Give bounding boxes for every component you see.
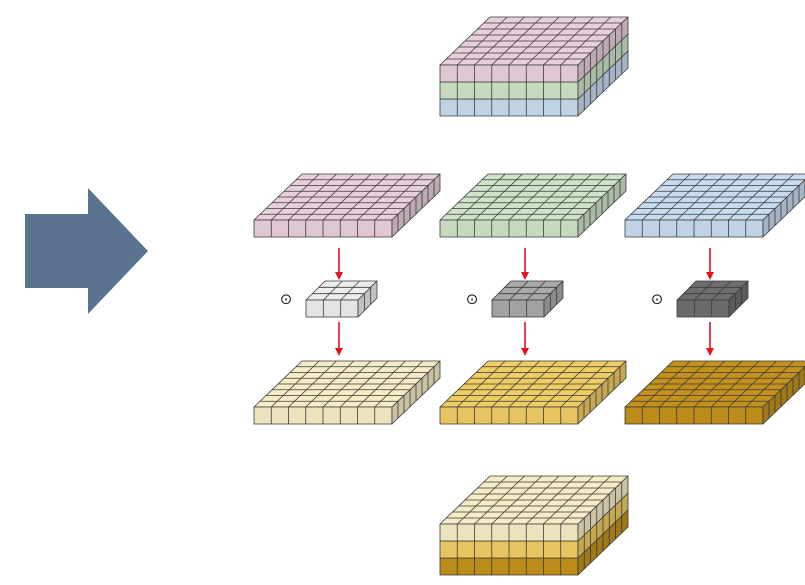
- input-tensor-layer-3: [439, 16, 629, 83]
- output-channel-slice-3-side: [762, 366, 805, 425]
- input-channel-slice-2: [439, 173, 627, 238]
- elementwise-product-icon: ⊙: [466, 290, 479, 308]
- kernel-2-front: [491, 299, 545, 318]
- input-channel-slices: [253, 173, 805, 238]
- output-channel-slice-3: [624, 360, 805, 425]
- depthwise-kernels: [305, 280, 749, 318]
- output-tensor: [439, 475, 629, 576]
- input-channel-slice-3: [624, 173, 805, 238]
- kernel-2: [491, 280, 564, 318]
- kernel-1: [305, 280, 378, 318]
- kernel-3: [676, 280, 749, 318]
- output-channel-slice-2: [439, 360, 627, 425]
- input-tensor: [439, 16, 629, 117]
- output-channel-slice-1: [253, 360, 441, 425]
- operators: ⊙ ⊙ ⊙: [280, 290, 664, 308]
- right-arrow-icon: [25, 188, 148, 314]
- input-channel-slice-3-side: [762, 179, 805, 238]
- kernel-1-front: [305, 299, 359, 318]
- elementwise-product-icon: ⊙: [280, 290, 293, 308]
- output-tensor-layer-3: [439, 475, 629, 542]
- kernel-3-front: [676, 299, 730, 318]
- elementwise-product-icon: ⊙: [651, 290, 664, 308]
- output-channel-slices: [253, 360, 805, 425]
- input-channel-slice-1: [253, 173, 441, 238]
- flow-arrows: [335, 248, 714, 356]
